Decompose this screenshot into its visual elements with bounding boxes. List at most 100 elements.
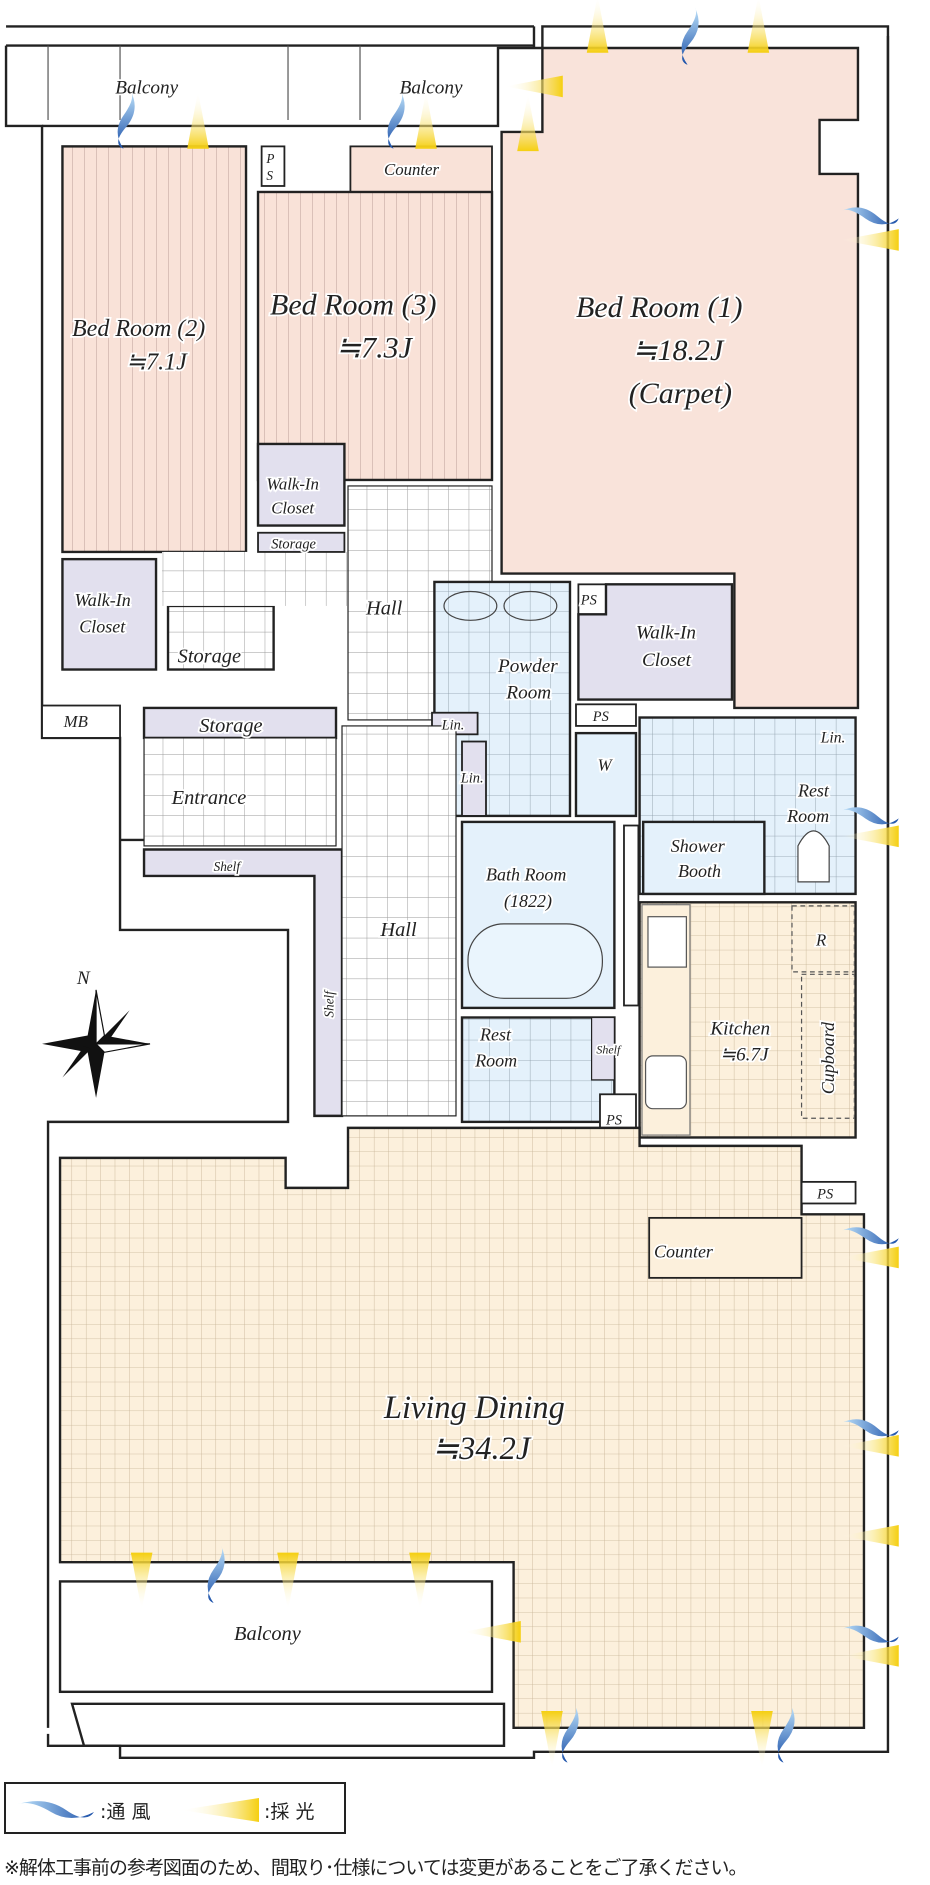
bed-room-3 [256,190,494,482]
counter-living [648,1216,803,1279]
sink-icon [443,590,498,621]
label-ps-a: PS [580,593,597,609]
label-ps-d: PS [816,1187,833,1203]
light-arrow-icon [841,1525,899,1547]
bath-partition [623,824,640,1007]
label-living-size: ≒34.2J [432,1431,532,1467]
light-arrow-icon [277,1552,299,1611]
wind-arrow-icon [681,7,699,65]
powder-room [433,580,572,818]
label-kitchen-name: Kitchen [709,1018,770,1039]
label-wic-bed1: Walk-In [636,622,696,643]
label-balcony-bottom: Balcony [234,1623,302,1645]
label-restroom-right-b: Room [786,806,829,826]
entrance [143,737,337,847]
label-storage-small: Storage [271,536,316,552]
walk-in-closet-bed1 [577,583,734,701]
wind-arrow-icon [387,91,405,149]
label-bath: Bath Room [486,865,566,885]
label-bed2-size: ≒7.1J [126,350,188,376]
fridge-space [791,905,855,973]
label-kitchen-size: ≒6.7J [720,1045,770,1066]
label-bath-b: (1822) [504,891,552,912]
light-arrow-icon [841,1246,899,1269]
lin-b [461,740,487,817]
shower-booth [641,820,766,896]
label-wic-bed2: Walk-In [74,590,130,610]
balcony-rail [47,45,361,120]
wind-legend-icon [18,1801,94,1818]
label-ps-top2: S [266,168,273,183]
label-ps-b: PS [592,709,609,725]
label-lin-c: Lin. [820,730,846,747]
light-arrow-icon [841,1645,899,1667]
label-wic-bed3: Walk-In [266,475,319,494]
light-arrow-icon [841,825,899,848]
light-arrow-icon [463,1621,521,1643]
sink-icon [503,590,558,621]
label-fridge: R [815,930,826,949]
wind-arrow-icon [841,1625,899,1643]
cupboard [800,973,855,1119]
washer-space [574,731,638,818]
label-balcony-top-left: Balcony [115,78,178,99]
label-storage-left: Storage [178,645,241,667]
storage-entrance [142,706,338,740]
ps-b [575,703,637,727]
label-counter-top: Counter [384,160,439,179]
label-wic-bed1b: Closet [642,650,692,671]
legend: :通 風 :採 光 [4,1782,346,1834]
label-bed2-name: Bed Room (2) [72,316,205,342]
light-arrow-icon [187,91,209,149]
label-hall-lower: Hall [379,919,417,941]
label-ps-c: PS [605,1112,622,1128]
label-shower-b: Booth [678,861,721,881]
shelf-lavender [142,848,344,1118]
bed-room-2 [61,145,248,554]
wind-arrow-icon [841,1419,899,1437]
wind-arrow-icon [841,807,899,825]
label-bed1-note: (Carpet) [629,377,732,410]
rest-room-lower [460,1016,616,1124]
label-shelf-v: Shelf [322,989,337,1018]
ps-d [800,1180,857,1205]
wind-arrow-icon [777,1705,795,1763]
wind-arrow-icon [207,1545,225,1604]
toilet-icon [797,830,830,883]
label-ps-top: P [265,151,274,166]
light-arrow-icon [541,1711,563,1769]
light-arrow-icon [751,1711,773,1769]
label-hall-upper: Hall [365,597,403,619]
label-wic-bed3b: Closet [271,499,314,518]
walk-in-closet-bed2 [61,557,158,671]
light-legend-icon [181,1798,259,1822]
label-bed1-name: Bed Room (1) [576,291,743,324]
wind-arrow-icon [117,91,135,149]
label-wic-bed2b: Closet [79,616,126,636]
light-arrow-icon [841,229,899,251]
compass-icon [42,989,151,1098]
label-shower: Shower [671,836,726,856]
light-arrow-icon [130,1552,153,1611]
stove-icon [647,916,687,968]
label-cupboard: Cupboard [818,1021,838,1094]
label-shelf-wc: Shelf [596,1042,622,1056]
light-arrow-icon [586,0,609,53]
legend-light-label: :採 光 [264,1801,315,1823]
label-bed1-size: ≒18.2J [632,334,725,367]
compass-north-label: N [76,968,91,989]
light-arrow-icon [841,1435,899,1457]
label-washer: W [598,755,614,774]
shelf-wc [590,1016,615,1081]
light-arrow-icon [409,1552,431,1611]
bathtub-icon [467,923,603,999]
wind-arrow-icon [841,207,899,225]
label-living-name: Living Dining [383,1390,565,1426]
label-mb: MB [63,712,88,731]
walk-in-closet-bed3 [256,442,346,527]
light-arrow-icon [747,0,770,53]
wind-arrow-icon [561,1705,579,1763]
hall-lower [341,725,457,1117]
light-arrow-icon [505,75,563,98]
